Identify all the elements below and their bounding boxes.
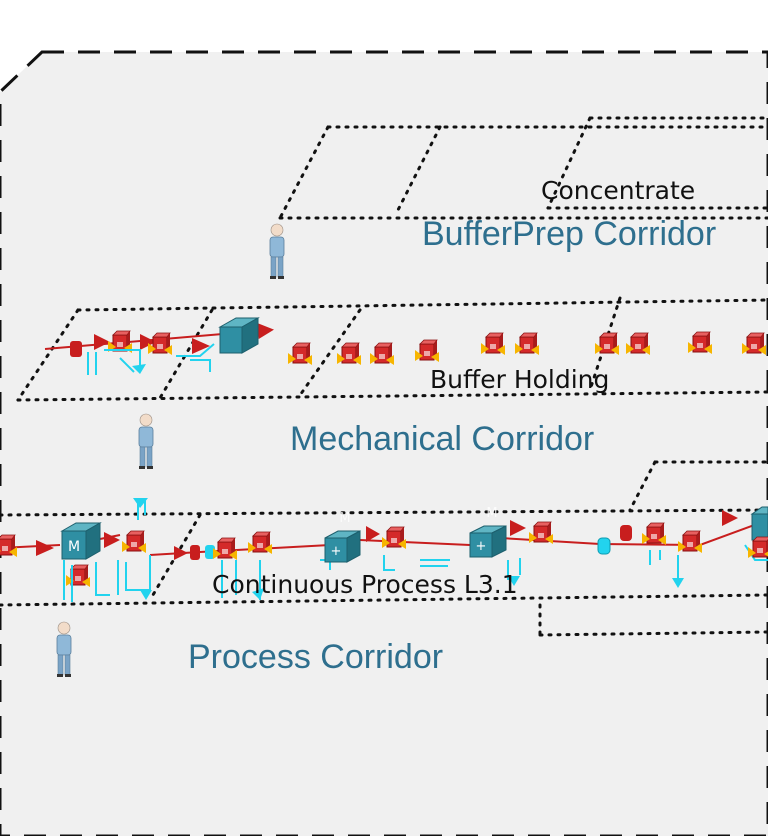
bufferprep-corridor-label: BufferPrep Corridor (422, 215, 716, 253)
filter-icon (597, 537, 611, 555)
buffer-holding-area-label: Buffer Holding (430, 365, 609, 394)
flow-arrow-icon (510, 520, 526, 536)
plus-skid-label: + (331, 544, 342, 559)
pump-icon (190, 545, 200, 560)
skid-icon: + M (469, 506, 507, 558)
flow-arrow-icon (140, 334, 156, 350)
skid-icon (218, 317, 260, 354)
filter-icon (205, 545, 215, 559)
pump-icon (620, 525, 632, 541)
concentrate-area-outline (278, 116, 768, 220)
plus-skid-label-2: + (476, 539, 487, 554)
continuous-process-area-label: Continuous Process L3.1 (212, 570, 518, 599)
cyan-piping (87, 343, 215, 375)
small-m-label: M (339, 511, 350, 526)
flow-arrow-icon (174, 546, 188, 560)
process-corridor-label: Process Corridor (188, 638, 443, 676)
flow-arrow-icon (672, 578, 684, 588)
mechanical-corridor-label: Mechanical Corridor (290, 420, 594, 458)
skid-icon: + M (324, 511, 361, 563)
flow-arrow-icon (133, 498, 148, 508)
flow-arrow-icon (36, 540, 54, 556)
continuous-process-area-outline (0, 460, 768, 637)
flow-arrow-icon (722, 510, 738, 526)
flow-arrow-icon (94, 334, 110, 350)
mixer-skid-label: M (68, 539, 80, 555)
concentrate-area-label: Concentrate (541, 176, 695, 205)
skid-icon (750, 506, 768, 541)
floor-plate (0, 50, 768, 836)
flow-arrow-icon (140, 590, 152, 600)
pump-icon (70, 341, 82, 357)
flow-arrow-icon (192, 338, 210, 354)
buffer-prep-line (44, 317, 767, 375)
flow-arrow-icon (366, 526, 380, 542)
tank-icon (0, 534, 18, 558)
small-m-label-2: M (486, 506, 497, 521)
flow-arrow-icon (132, 364, 146, 374)
continuous-process-line: M + (0, 498, 768, 602)
flow-arrow-icon (508, 576, 520, 586)
skid-icon: M (60, 522, 102, 560)
flow-arrow-icon (252, 588, 264, 600)
flow-arrow-icon (104, 532, 120, 548)
